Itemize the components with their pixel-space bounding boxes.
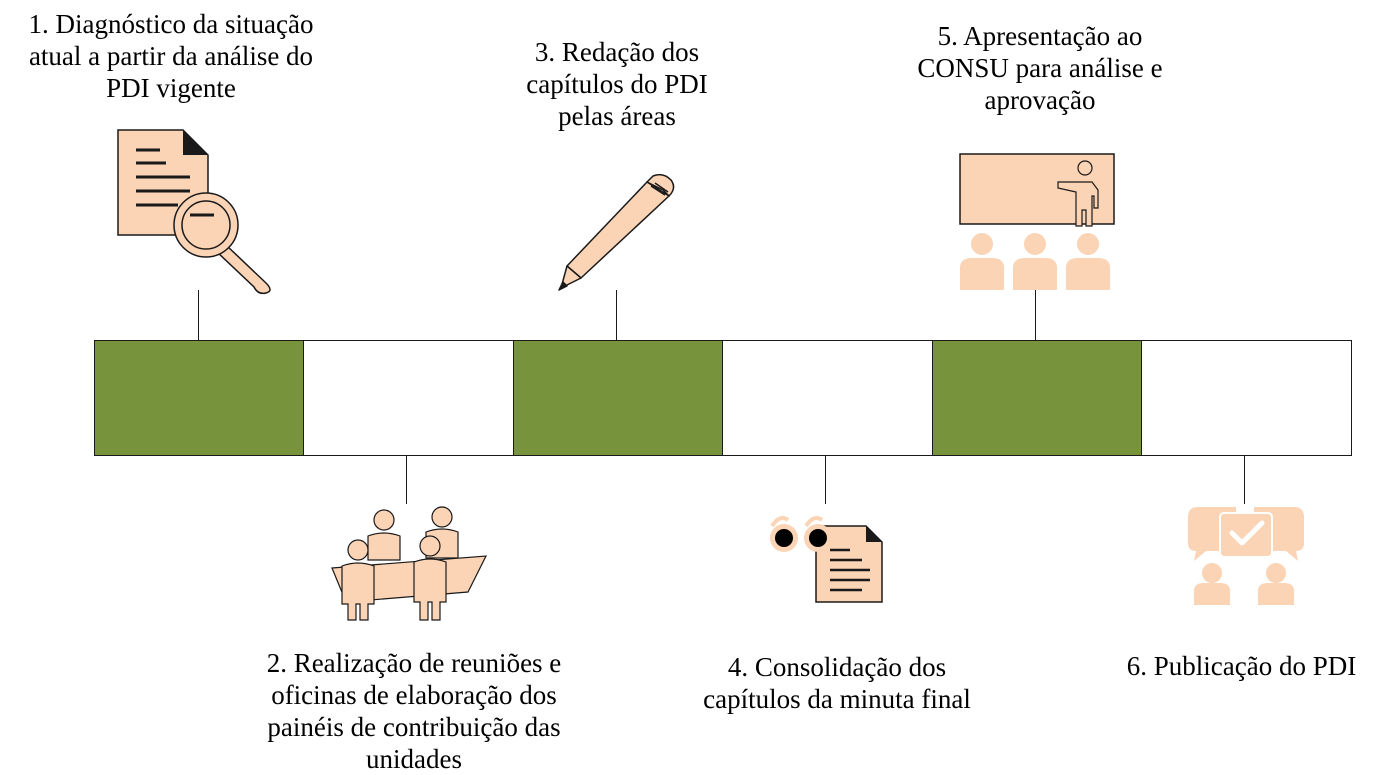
- step-3-connector: [616, 290, 617, 340]
- timeline-segment-1: [94, 340, 305, 456]
- approval-chat-icon: [1188, 507, 1304, 605]
- step-3-label: 3. Redação dos capítulos do PDI pelas ár…: [526, 37, 708, 131]
- step-1-label: 1. Diagnóstico da situação atual a parti…: [28, 9, 314, 103]
- timeline-segment-5: [931, 340, 1143, 456]
- timeline-segment-2: [303, 340, 515, 456]
- step-5-connector: [1035, 290, 1036, 340]
- timeline-segment-6: [1141, 340, 1353, 456]
- step-2-connector: [406, 456, 407, 504]
- step-6-label: 6. Publicação do PDI: [1126, 651, 1357, 681]
- step-6-connector: [1244, 456, 1245, 504]
- timeline-bar: [94, 340, 1353, 456]
- timeline-segment-4: [722, 340, 934, 456]
- pencil-icon: [558, 173, 675, 291]
- step-1-connector: [198, 290, 199, 340]
- presentation-audience-icon: [959, 153, 1115, 290]
- step-4-label: 4. Consolidação dos capítulos da minuta …: [703, 652, 971, 714]
- timeline-segment-3: [512, 340, 724, 456]
- meeting-table-icon: [331, 506, 488, 621]
- step-2-label: 2. Realização de reuniões e oficinas de …: [266, 648, 562, 774]
- step-4-connector: [825, 456, 826, 504]
- step-5-label: 5. Apresentação ao CONSU para análise e …: [917, 21, 1163, 115]
- glasses-document-icon: [770, 516, 883, 603]
- document-magnifier-icon: [117, 129, 271, 295]
